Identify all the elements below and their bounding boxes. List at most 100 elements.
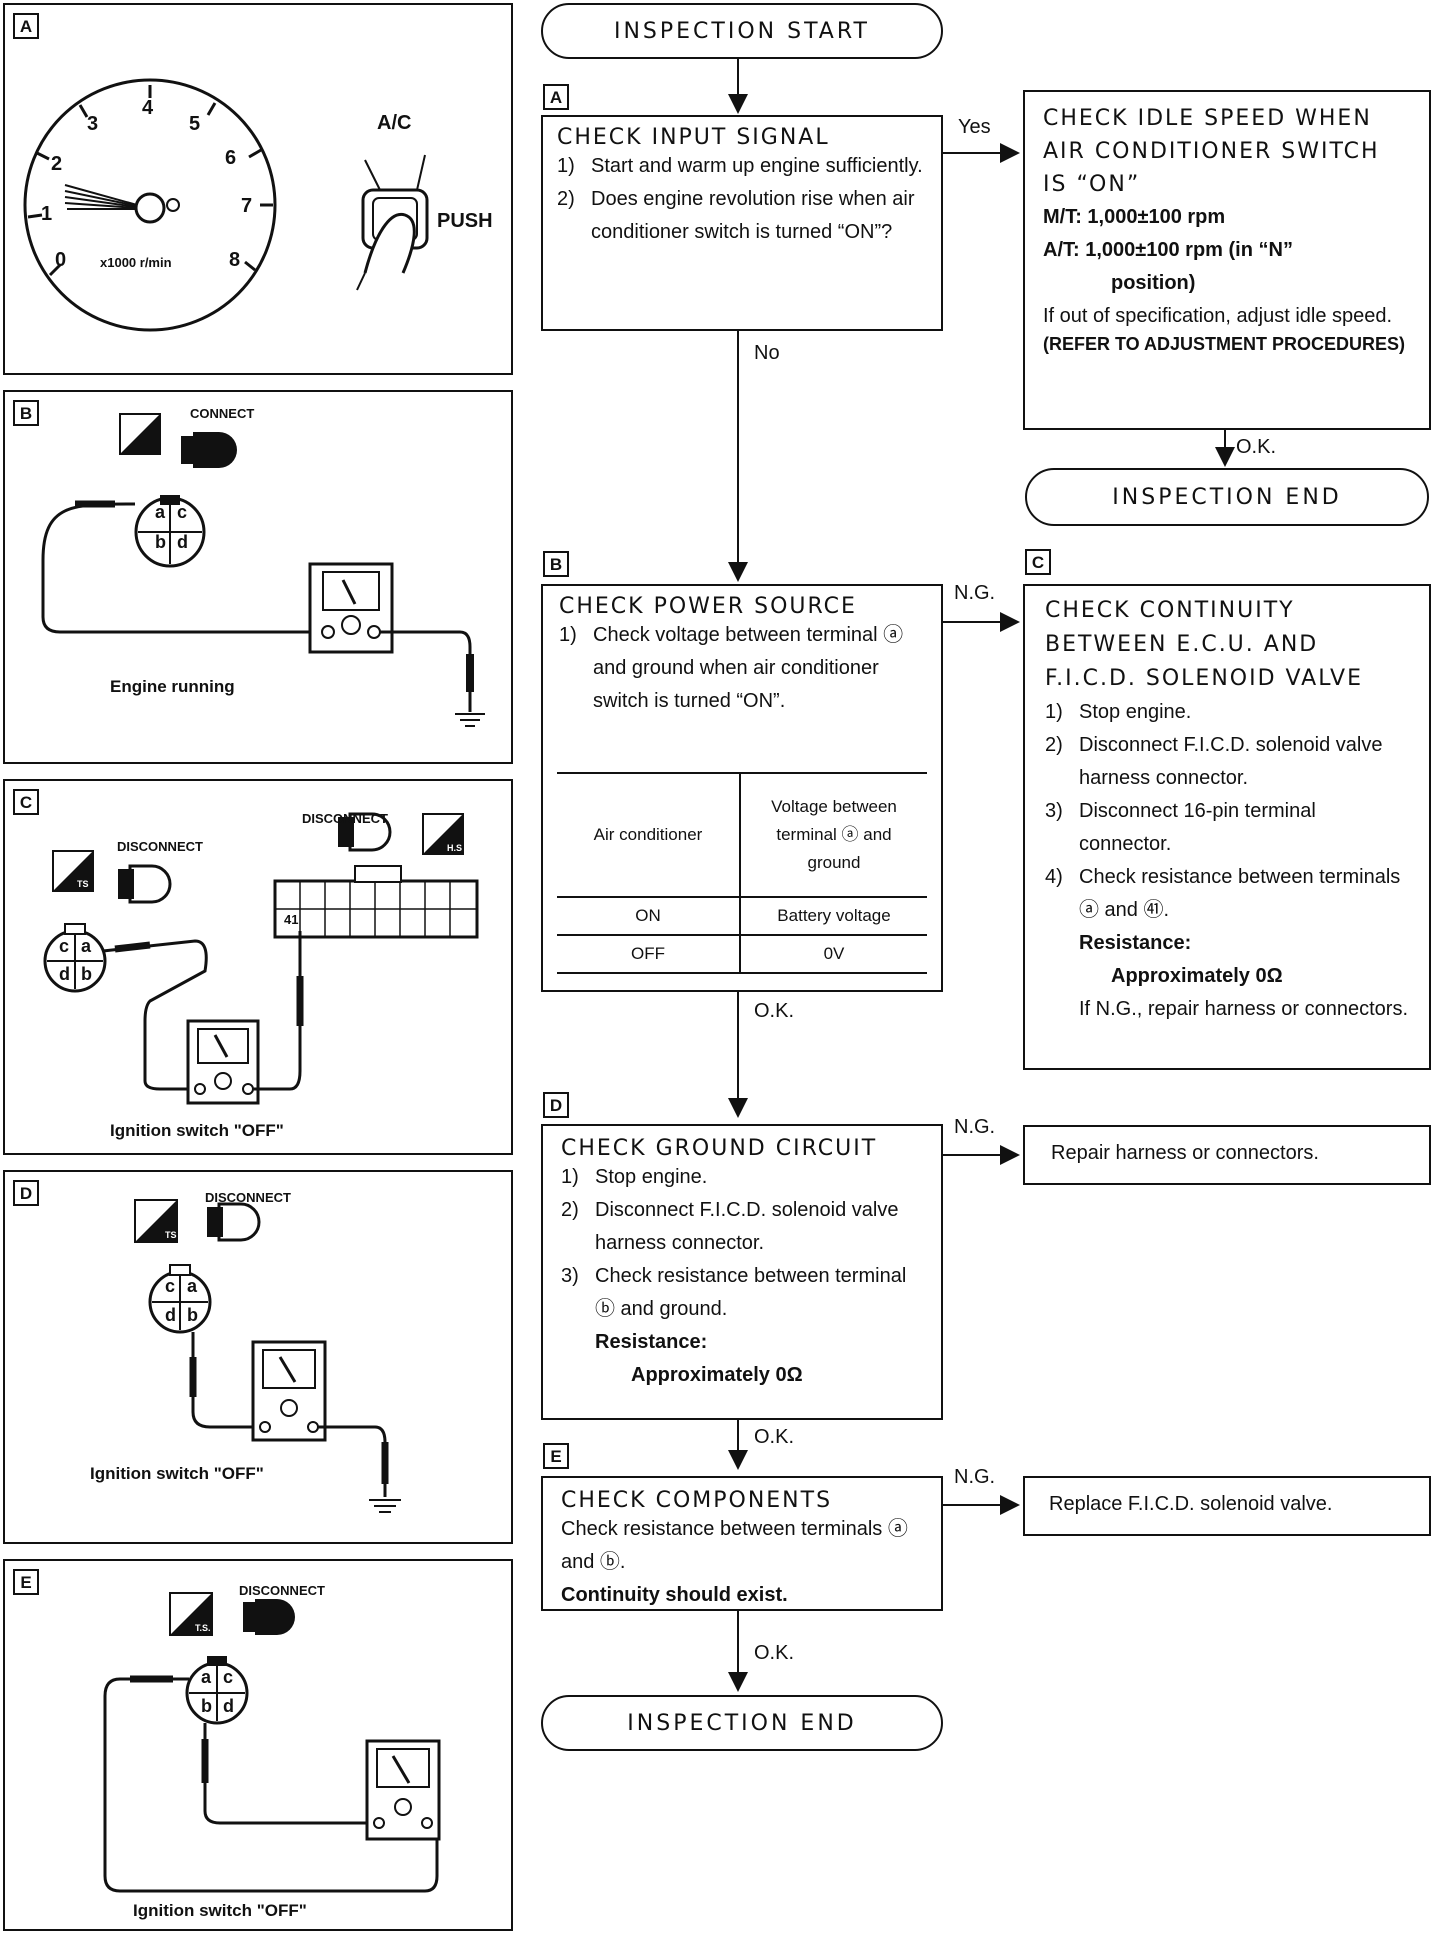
step-d-item-2: 2)Disconnect F.I.C.D. solenoid valve har… [561,1199,899,1254]
idle-mt: M/T: 1,000±100 rpm [1043,206,1226,228]
no-label: No [754,342,780,364]
ohmmeter-ground-circuit-diagram [134,1199,401,1513]
step-e-bold: Continuity should exist. [561,1584,788,1606]
panel-d-letter: D [13,1180,39,1206]
disconnect-label: DISCONNECT [239,1583,325,1598]
pin-c: c [165,1276,176,1296]
step-c-item-2: 2)Disconnect F.I.C.D. solenoid valve har… [1045,734,1383,789]
step-d-box: CHECK GROUND CIRCUIT 1)Stop engine. 2)Di… [541,1124,943,1420]
step-d-title: CHECK GROUND CIRCUIT [561,1136,878,1161]
pin-a: a [201,1667,212,1687]
idle-ref: (REFER TO ADJUSTMENT PROCEDURES) [1043,334,1406,354]
step-c-item-4: 4)Check resistance between terminals ⓐ a… [1045,866,1401,921]
panel-a: A 4 3 5 2 6 1 [3,3,513,375]
hs-label: H.S [447,843,463,853]
table-header-voltage: Voltage between terminal ⓐ and ground [771,797,897,872]
step-d-letter: D [543,1092,569,1118]
panel-b-caption: Engine running [110,677,235,696]
step-e-title: CHECK COMPONENTS [561,1488,833,1513]
step-a-letter: A [543,84,569,110]
inspection-end-1: INSPECTION END [1025,468,1429,526]
step-b-title: CHECK POWER SOURCE [559,594,857,619]
pin-41: 41 [284,912,299,927]
tach-mark-0: 0 [55,249,67,271]
repair-box: Repair harness or connectors. [1023,1125,1431,1185]
panel-c-caption: Ignition switch "OFF" [110,1121,284,1140]
tach-unit: x1000 r/min [100,255,172,270]
step-e-letter: E [543,1443,569,1469]
panel-d: D DISCONNECT TS c a d b Ignition switch … [3,1170,513,1544]
ohmmeter-component-circuit-diagram [103,1592,441,1893]
idle-at-position: position) [1111,272,1196,294]
step-c-item-3: 3)Disconnect 16-pin terminal connector. [1045,800,1316,855]
tach-mark-8: 8 [229,249,241,271]
voltage-table: Air conditioner Voltage between terminal… [557,772,927,974]
tach-mark-6: 6 [225,147,237,169]
pin-b: b [155,532,166,552]
idle-title: CHECK IDLE SPEED WHEN AIR CONDITIONER SW… [1043,106,1380,197]
pin-a: a [81,936,92,956]
ok-label-e: O.K. [754,1642,795,1664]
step-b-letter: B [543,551,569,577]
ok-label-b: O.K. [754,1000,795,1022]
ng-label-e: N.G. [954,1466,996,1488]
step-c-title: CHECK CONTINUITY BETWEEN E.C.U. AND F.I.… [1045,598,1363,691]
panel-e-caption: Ignition switch "OFF" [133,1901,307,1920]
table-cell-off: OFF [557,935,741,973]
hs-label: H.S. [142,454,160,464]
ok-label-d: O.K. [754,1426,795,1448]
step-e-box: CHECK COMPONENTS Check resistance betwee… [541,1476,943,1611]
tach-mark-5: 5 [189,113,201,135]
panel-c: C DISCONNECT DISCONNECT [3,779,513,1155]
ts-label: TS [165,1230,177,1240]
idle-note: If out of specification, adjust idle spe… [1043,305,1393,327]
disconnect-label-2: DISCONNECT [302,811,388,826]
panel-a-letter: A [13,13,39,39]
connect-label: CONNECT [190,406,255,421]
pin-b: b [187,1305,198,1325]
step-b-item: 1)Check voltage between terminal ⓐ and g… [559,624,904,712]
pin-a: a [187,1276,198,1296]
pin-c: c [59,936,70,956]
pin-d: d [165,1305,176,1325]
tach-mark-1: 1 [41,203,53,225]
pin-a: a [155,502,166,522]
panel-d-caption: Ignition switch "OFF" [90,1464,264,1483]
step-d-item-3: 3)Check resistance between terminal ⓑ an… [561,1265,907,1320]
panel-e: E DISCONNECT T.S. a c b d Ignition switc… [3,1559,513,1931]
table-cell-battery: Battery voltage [777,906,891,925]
pin-b: b [201,1696,212,1716]
step-e-text: Check resistance between terminals ⓐ and… [561,1518,908,1573]
pin-b: b [81,964,92,984]
ok-label-idle: O.K. [1236,436,1277,458]
idle-speed-box: CHECK IDLE SPEED WHEN AIR CONDITIONER SW… [1023,90,1431,430]
step-d-res-value: Approximately 0Ω [631,1364,803,1386]
yes-label: Yes [958,116,991,138]
tachometer-illustration [23,78,429,332]
disconnect-label: DISCONNECT [205,1190,291,1205]
ts-label: TS [77,879,89,889]
step-a-item-1: 1)Start and warm up engine sufficiently. [557,155,923,177]
pin-c: c [177,502,188,522]
replace-box: Replace F.I.C.D. solenoid valve. [1023,1476,1431,1536]
step-c-res-value: Approximately 0Ω [1111,965,1283,987]
tach-mark-2: 2 [51,153,63,175]
step-b-box: CHECK POWER SOURCE 1)Check voltage betwe… [541,584,943,992]
pin-d: d [223,1696,234,1716]
panel-c-letter: C [13,789,39,815]
voltmeter-circuit-diagram [41,413,485,727]
tach-mark-4: 4 [142,97,154,119]
step-c-res-label: Resistance: [1079,932,1192,954]
step-a-box: CHECK INPUT SIGNAL 1)Start and warm up e… [541,115,943,331]
push-label: PUSH [437,210,493,232]
step-c-note: If N.G., repair harness or connectors. [1079,998,1409,1020]
table-cell-0v: 0V [823,944,845,963]
panel-b-letter: B [13,400,39,426]
table-cell-on: ON [557,897,741,935]
step-c-letter: C [1025,549,1051,575]
step-c-box: CHECK CONTINUITY BETWEEN E.C.U. AND F.I.… [1023,584,1431,1070]
step-a-item-2: 2)Does engine revolution rise when air c… [557,188,915,243]
step-a-title: CHECK INPUT SIGNAL [557,125,830,150]
step-d-res-label: Resistance: [595,1331,708,1353]
